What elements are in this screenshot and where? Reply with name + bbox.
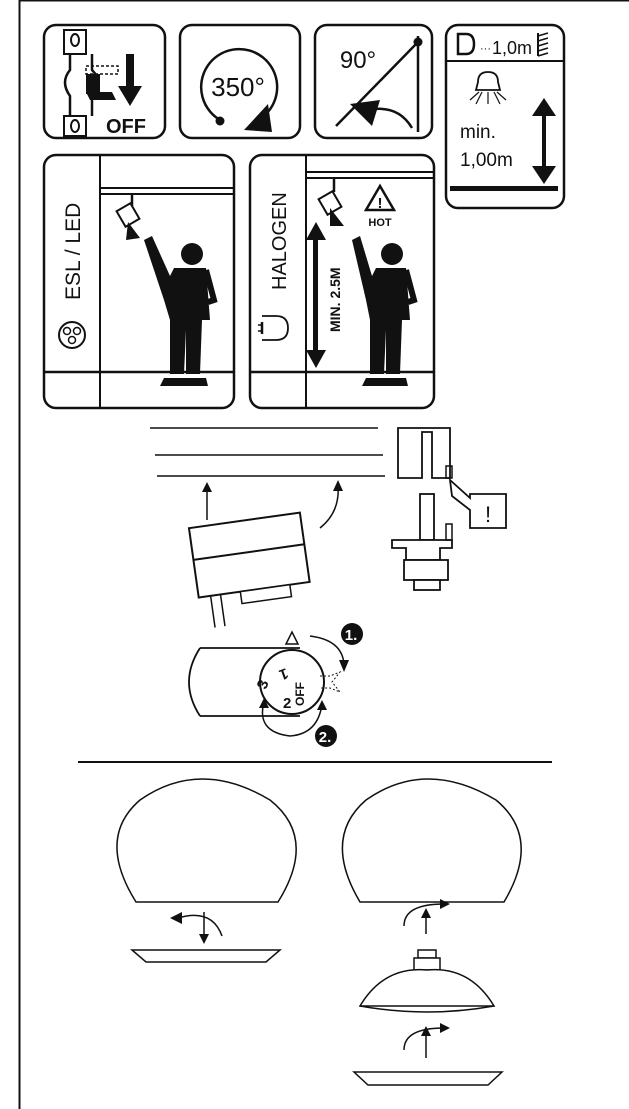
- spotlight-icon: [317, 178, 344, 226]
- lamp-cover-removal-diagram: [116, 778, 297, 963]
- halogen-panel: HALOGEN MIN. 2.5M ! HOT: [248, 153, 436, 410]
- panel-frame: [313, 23, 434, 140]
- svg-text:···: ···: [480, 43, 491, 55]
- up-twist-arrow-icon: [403, 1023, 450, 1058]
- up-arrow-icon: [202, 482, 212, 520]
- step-2-label: 2.: [319, 729, 332, 746]
- esl-led-bulb-icon: [58, 321, 86, 349]
- hot-warning-icon: !: [363, 183, 397, 212]
- tilt-panel: 90°: [313, 23, 434, 140]
- halogen-reflector-icon: [358, 949, 496, 1013]
- panel-frame: [42, 23, 167, 140]
- cover-ring: [129, 949, 283, 963]
- spotlight-icon: [115, 194, 141, 240]
- warning-symbol: !: [485, 502, 491, 527]
- halogen-bulb-icon: [258, 315, 289, 341]
- tilt-label: 90°: [340, 47, 376, 74]
- person-figure: [144, 236, 218, 386]
- bulb-replacement-diagram: [341, 778, 522, 1086]
- off-label: OFF: [106, 116, 146, 138]
- tilt-icon: [335, 36, 423, 132]
- counter-rotate-arrow-icon: [259, 698, 327, 737]
- distance-line1: min.: [460, 122, 496, 143]
- panel-frame: [444, 23, 566, 210]
- distance-header: 1,0m: [492, 38, 532, 58]
- rotary-switch-diagram: 1 2 3 OFF 1. 2.: [188, 623, 363, 747]
- up-twist-arrow-icon: [403, 899, 450, 934]
- esl-led-panel: ESL / LED: [42, 153, 236, 410]
- switch-position-off: OFF: [293, 682, 307, 706]
- svg-text:!: !: [378, 195, 383, 212]
- esl-led-label: ESL / LED: [62, 203, 85, 300]
- distance-line2: 1,00m: [460, 150, 513, 171]
- halogen-label: HALOGEN: [269, 192, 291, 290]
- twist-arrow-icon: [170, 912, 223, 944]
- pointer-marker: [284, 630, 300, 645]
- person-figure: [352, 236, 418, 386]
- page-frame: [18, 0, 629, 1109]
- step-1-badge: 1.: [341, 623, 363, 645]
- cover-ring: [352, 1071, 504, 1086]
- switch-position-2: 2: [283, 695, 291, 712]
- min-height-label: MIN. 2.5M: [327, 267, 343, 332]
- track-profile-icon: [391, 427, 453, 591]
- rotate-arrow-icon: [319, 480, 343, 529]
- clockwise-arrow-icon: [309, 635, 349, 672]
- track-mounting-diagram: !: [150, 427, 507, 628]
- rotate-icon: [199, 47, 279, 132]
- warning-callout: !: [448, 477, 507, 529]
- height-arrow: [306, 222, 326, 368]
- rotation-panel: 350°: [178, 23, 302, 140]
- adapter-icon: [187, 511, 311, 628]
- switch-off-icon: [63, 29, 142, 137]
- lamp-distance-icon: ···: [456, 32, 549, 57]
- distance-panel: ··· 1,0m min. 1,00m: [444, 23, 566, 210]
- step-1-label: 1.: [345, 627, 358, 644]
- hot-label: HOT: [368, 217, 392, 229]
- rotation-label: 350°: [211, 72, 265, 102]
- switch-off-panel: OFF: [42, 23, 167, 140]
- min-distance-icon: [450, 71, 558, 191]
- step-2-badge: 2.: [315, 725, 337, 747]
